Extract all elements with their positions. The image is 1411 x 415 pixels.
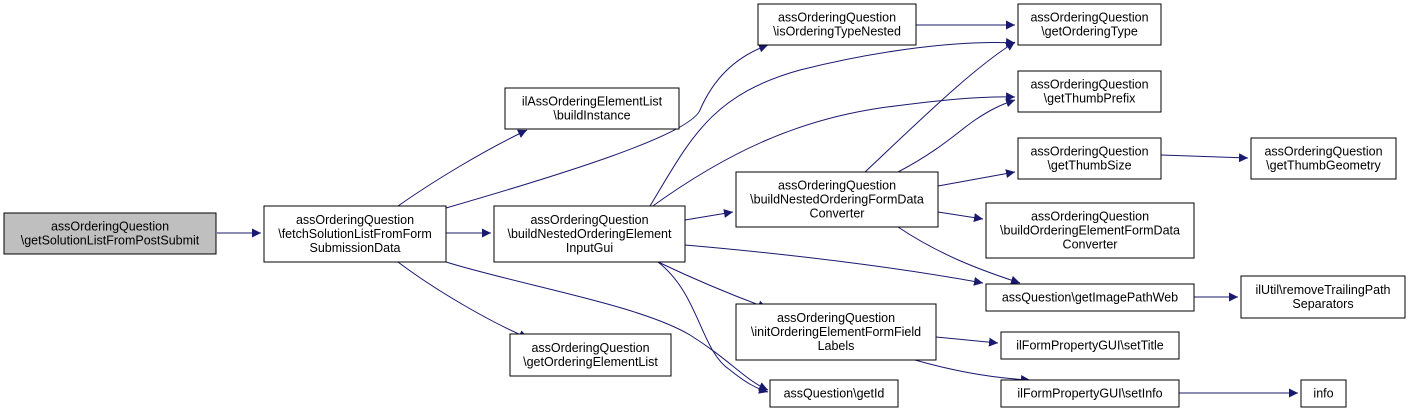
node-label-line: info	[1313, 387, 1333, 401]
node-box	[985, 202, 1195, 259]
node-label-line: assOrderingQuestion	[1264, 145, 1382, 159]
node-label-line: ilFormPropertyGUI\setTitle	[1016, 339, 1164, 353]
edge-buildNestedOrderingElementInputGui-to-initOrderingElementFormFieldLabels	[657, 261, 768, 310]
node-box	[985, 283, 1195, 312]
node-label-line: \initOrderingElementFormField	[751, 325, 921, 339]
edge-buildNestedOrderingFormDataConverter-to-getThumbSize	[937, 169, 1016, 187]
node-box	[735, 171, 939, 228]
edge-fetchSolutionListFromFormSubmissionData-to-getOrderingElementList	[397, 261, 529, 339]
edge-initOrderingElementFormFieldLabels-to-setTitle	[935, 336, 999, 347]
edge-fetchSolutionListFromFormSubmissionData-to-isOrderingTypeNested	[445, 43, 769, 209]
node-label-line: assOrderingQuestion	[1030, 145, 1148, 159]
edge-buildNestedOrderingElementInputGui-to-getOrderingType	[649, 38, 1016, 207]
node-box	[1017, 70, 1162, 113]
node-label-line: \getThumbSize	[1047, 159, 1131, 173]
node-box	[1017, 137, 1162, 180]
node-box	[1000, 379, 1180, 408]
node-label-line: InputGui	[566, 241, 613, 255]
node-ilAssOrderingElementList_buildInstance[interactable]: ilAssOrderingElementList\buildInstance	[504, 87, 680, 130]
node-label-line: \getThumbPrefix	[1044, 92, 1136, 106]
node-getThumbPrefix[interactable]: assOrderingQuestion\getThumbPrefix	[1017, 70, 1162, 113]
edge-buildNestedOrderingFormDataConverter-to-getOrderingType	[864, 41, 1016, 173]
node-label-line: assOrderingQuestion	[1031, 210, 1149, 224]
node-label-line: assOrderingQuestion	[530, 213, 648, 227]
node-fetchSolutionListFromFormSubmissionData[interactable]: assOrderingQuestion\fetchSolutionListFro…	[263, 205, 447, 263]
node-box	[3, 212, 217, 255]
node-label-line: assOrderingQuestion	[777, 311, 895, 325]
node-label-line: assOrderingQuestion	[1030, 78, 1148, 92]
node-setTitle[interactable]: ilFormPropertyGUI\setTitle	[1000, 331, 1180, 360]
node-box	[263, 205, 447, 263]
node-label-line: \buildNestedOrderingFormData	[750, 193, 924, 207]
node-getOrderingType[interactable]: assOrderingQuestion\getOrderingType	[1017, 3, 1162, 46]
node-box	[493, 205, 686, 263]
node-label-line: assQuestion\getId	[784, 387, 885, 401]
node-label-line: Labels	[818, 339, 855, 353]
node-label-line: \getThumbGeometry	[1266, 159, 1381, 173]
node-label-line: ilUtil\removeTrailingPath	[1256, 283, 1391, 297]
edge-buildNestedOrderingElementInputGui-to-assQuestion_getImagePathWeb	[684, 244, 984, 286]
node-label-line: \fetchSolutionListFromForm	[278, 227, 432, 241]
edge-buildNestedOrderingElementInputGui-to-getThumbPrefix	[649, 92, 1016, 209]
node-assQuestion_getImagePathWeb[interactable]: assQuestion\getImagePathWeb	[985, 283, 1195, 312]
node-getSolutionListFromPostSubmit[interactable]: assOrderingQuestion\getSolutionListFromP…	[3, 212, 217, 255]
node-box	[757, 3, 917, 46]
edge-buildNestedOrderingElementInputGui-to-buildNestedOrderingFormDataConverter	[684, 209, 734, 221]
node-label-line: \getOrderingType	[1041, 25, 1138, 39]
node-buildOrderingElementFormDataConverter[interactable]: assOrderingQuestion\buildOrderingElement…	[985, 202, 1195, 259]
node-box	[509, 333, 672, 377]
node-label-line: Converter	[810, 207, 865, 221]
node-box	[1300, 379, 1347, 408]
node-label-line: assOrderingQuestion	[51, 220, 169, 234]
node-setInfo[interactable]: ilFormPropertyGUI\setInfo	[1000, 379, 1180, 408]
node-box	[504, 87, 680, 130]
node-buildNestedOrderingElementInputGui[interactable]: assOrderingQuestion\buildNestedOrderingE…	[493, 205, 686, 263]
node-label-line: assQuestion\getImagePathWeb	[1002, 291, 1178, 305]
node-label-line: SubmissionData	[309, 241, 400, 255]
node-isOrderingTypeNested[interactable]: assOrderingQuestion\isOrderingTypeNested	[757, 3, 917, 46]
edge-buildNestedOrderingFormDataConverter-to-buildOrderingElementFormDataConverter	[937, 211, 984, 223]
node-label-line: assOrderingQuestion	[1030, 11, 1148, 25]
node-label-line: \buildInstance	[553, 109, 630, 123]
node-box	[1240, 275, 1406, 319]
node-getThumbGeometry[interactable]: assOrderingQuestion\getThumbGeometry	[1250, 137, 1397, 180]
edge-fetchSolutionListFromFormSubmissionData-to-ilAssOrderingElementList_buildInstance	[397, 129, 528, 207]
node-label-line: assOrderingQuestion	[778, 11, 896, 25]
node-initOrderingElementFormFieldLabels[interactable]: assOrderingQuestion\initOrderingElementF…	[735, 303, 937, 361]
node-info[interactable]: info	[1300, 379, 1347, 408]
node-label-line: Separators	[1292, 297, 1353, 311]
edge-buildNestedOrderingElementInputGui-to-assQuestion_getId	[657, 261, 769, 394]
node-box	[1017, 3, 1162, 46]
node-getOrderingElementList[interactable]: assOrderingQuestion\getOrderingElementLi…	[509, 333, 672, 377]
node-assQuestion_getId[interactable]: assQuestion\getId	[769, 379, 899, 408]
node-label-line: Converter	[1063, 238, 1118, 252]
node-label-line: assOrderingQuestion	[531, 341, 649, 355]
node-label-line: \isOrderingTypeNested	[773, 25, 901, 39]
node-buildNestedOrderingFormDataConverter[interactable]: assOrderingQuestion\buildNestedOrderingF…	[735, 171, 939, 228]
node-box	[1000, 331, 1180, 360]
node-label-line: \buildOrderingElementFormData	[1000, 224, 1180, 238]
edge-buildNestedOrderingFormDataConverter-to-getThumbPrefix	[897, 98, 1016, 173]
node-box	[735, 303, 937, 361]
edge-fetchSolutionListFromFormSubmissionData-to-assQuestion_getId	[445, 261, 769, 391]
edge-buildNestedOrderingFormDataConverter-to-assQuestion_getImagePathWeb	[897, 226, 1021, 285]
node-label-line: \buildNestedOrderingElement	[508, 227, 673, 241]
node-label-line: ilAssOrderingElementList	[522, 95, 663, 109]
node-label-line: ilFormPropertyGUI\setInfo	[1017, 387, 1162, 401]
edge-getThumbSize-to-getThumbGeometry	[1160, 153, 1249, 163]
node-box	[1250, 137, 1397, 180]
edge-initOrderingElementFormFieldLabels-to-setInfo	[914, 359, 1031, 385]
node-getThumbSize[interactable]: assOrderingQuestion\getThumbSize	[1017, 137, 1162, 180]
node-label-line: assOrderingQuestion	[296, 213, 414, 227]
node-label-line: \getOrderingElementList	[523, 355, 658, 369]
node-label-line: assOrderingQuestion	[778, 179, 896, 193]
node-label-line: \getSolutionListFromPostSubmit	[21, 234, 200, 248]
node-box	[769, 379, 899, 408]
